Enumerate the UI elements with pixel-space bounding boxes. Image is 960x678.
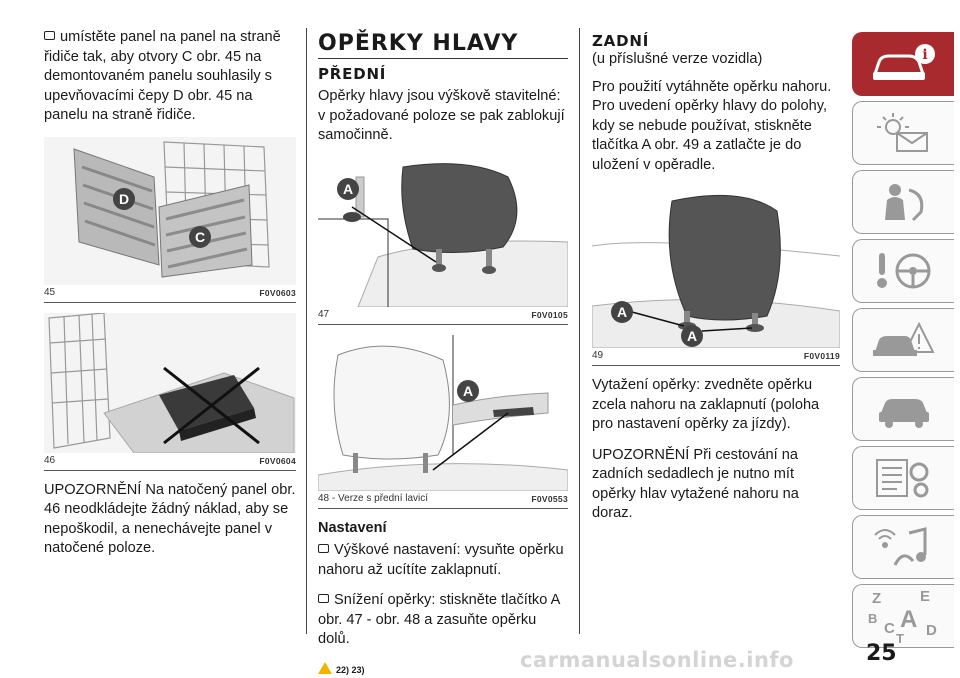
panel-partition-illustration: D C: [44, 136, 296, 285]
figure-number: 49: [592, 350, 604, 361]
figure-48: A 48 - Verze s přední lavicí F0V0553: [318, 334, 568, 509]
figure-code: F0V0105: [531, 309, 568, 320]
warning-paragraph: UPOZORNĚNÍ Při cestování na zadních seda…: [592, 446, 799, 522]
section-title: ZADNÍ: [592, 32, 650, 50]
svg-text:T: T: [896, 631, 904, 645]
figure-caption: 47 F0V0105: [318, 307, 568, 324]
svg-text:E: E: [920, 588, 930, 605]
settings-heading: Nastavení: [318, 519, 387, 536]
bullet-lower: Snížení opěrky: stiskněte tlačítko A obr…: [318, 592, 560, 647]
figure-code: F0V0603: [259, 287, 296, 298]
technical-data-icon: [875, 459, 928, 498]
label-a: A: [343, 181, 353, 197]
airbag-safety-icon: [884, 184, 923, 222]
label-a: A: [617, 304, 627, 320]
svg-text:B: B: [868, 611, 877, 626]
intro-paragraph: umístěte panel na panel na straně řidiče…: [44, 29, 281, 123]
figure-47: A 47 F0V0105: [318, 156, 568, 325]
bullet-icon: [318, 544, 329, 553]
figure-code: F0V0604: [259, 455, 296, 466]
svg-text:C: C: [884, 620, 895, 637]
svg-text:A: A: [900, 606, 917, 633]
index-icon: Z E B A C T D: [868, 588, 937, 645]
svg-text:D: D: [926, 622, 937, 639]
figure-caption: 48 - Verze s přední lavicí F0V0553: [318, 491, 568, 508]
tab-maintenance[interactable]: [852, 377, 954, 441]
tab-multimedia[interactable]: [852, 515, 954, 579]
multimedia-icon: [873, 527, 926, 566]
label-a: A: [463, 383, 473, 399]
tab-index[interactable]: Z E B A C T D: [852, 584, 954, 648]
accident-icon: [872, 321, 935, 356]
figure-46: 46 F0V0604: [44, 312, 296, 471]
intro-paragraph: Pro použití vytáhněte opěrku nahoru. Pro…: [592, 78, 832, 173]
tab-safety[interactable]: [852, 170, 954, 234]
car-info-icon: i: [872, 44, 935, 80]
page-number: 25: [866, 641, 897, 666]
figure-code: F0V0119: [803, 351, 840, 361]
figure-number: 47: [318, 308, 330, 320]
figure-caption: 46 F0V0604: [44, 453, 296, 470]
intro-paragraph: Opěrky hlavy jsou výškově stavitelné: v …: [318, 88, 565, 143]
pull-up-paragraph: Vytažení opěrky: zvedněte opěrku zcela n…: [592, 377, 820, 432]
svg-text:Z: Z: [872, 590, 881, 607]
column-2: OPĚRKY HLAVY PŘEDNÍ Opěrky hlavy jsou vý…: [318, 28, 568, 678]
bullet-icon: [44, 31, 55, 40]
warning-refs: 22) 23): [318, 661, 568, 678]
svg-text:i: i: [922, 47, 927, 63]
tab-warning-lights[interactable]: [852, 101, 954, 165]
section-subtitle: (u příslušné verze vozidla): [592, 51, 763, 67]
figure-number: 48 - Verze s přední lavicí: [318, 492, 429, 504]
figure-code: F0V0553: [531, 493, 568, 504]
bench-headrest-illustration: A: [318, 334, 568, 491]
warning-triangle-icon: [318, 661, 332, 674]
bullet-raise: Výškové nastavení: vysuňte opěrku nahoru…: [318, 542, 564, 578]
tab-technical-data[interactable]: [852, 446, 954, 510]
rotated-panel-illustration: [44, 312, 296, 453]
maintenance-icon: [878, 399, 929, 428]
warning-lights-icon: [876, 113, 928, 152]
figure-caption: 45 F0V0603: [44, 285, 296, 302]
label-d: D: [119, 191, 129, 207]
label-c: C: [195, 229, 205, 245]
figure-number: 46: [44, 454, 56, 466]
column-3: ZADNÍ (u příslušné verze vozidla) Pro po…: [592, 28, 840, 535]
section-title: OPĚRKY HLAVY: [318, 32, 568, 59]
tab-car-info[interactable]: i: [852, 32, 954, 96]
chapter-tabs: i: [852, 32, 954, 653]
column-rule-right: [579, 28, 580, 634]
label-a: A: [687, 328, 697, 344]
bullet-icon: [318, 594, 329, 603]
tab-emergency[interactable]: [852, 308, 954, 372]
column-rule-left: [306, 28, 307, 634]
tab-starting-driving[interactable]: [852, 239, 954, 303]
figure-49: A A 49 F0V0119: [592, 186, 840, 366]
warning-paragraph: UPOZORNĚNÍ Na natočený panel obr. 46 neo…: [44, 481, 296, 557]
watermark: carmanualsonline.info: [520, 648, 794, 672]
figure-caption: 49 F0V0119: [592, 348, 840, 365]
figure-number: 45: [44, 286, 56, 298]
column-1: umístěte panel na panel na straně řidiče…: [44, 28, 296, 570]
steering-wheel-icon: [876, 253, 930, 289]
front-headrest-illustration: A: [318, 156, 568, 307]
section-subtitle: PŘEDNÍ: [318, 65, 387, 83]
figure-45: D C 45 F0V0603: [44, 136, 296, 303]
rear-headrest-illustration: A A: [592, 186, 840, 348]
